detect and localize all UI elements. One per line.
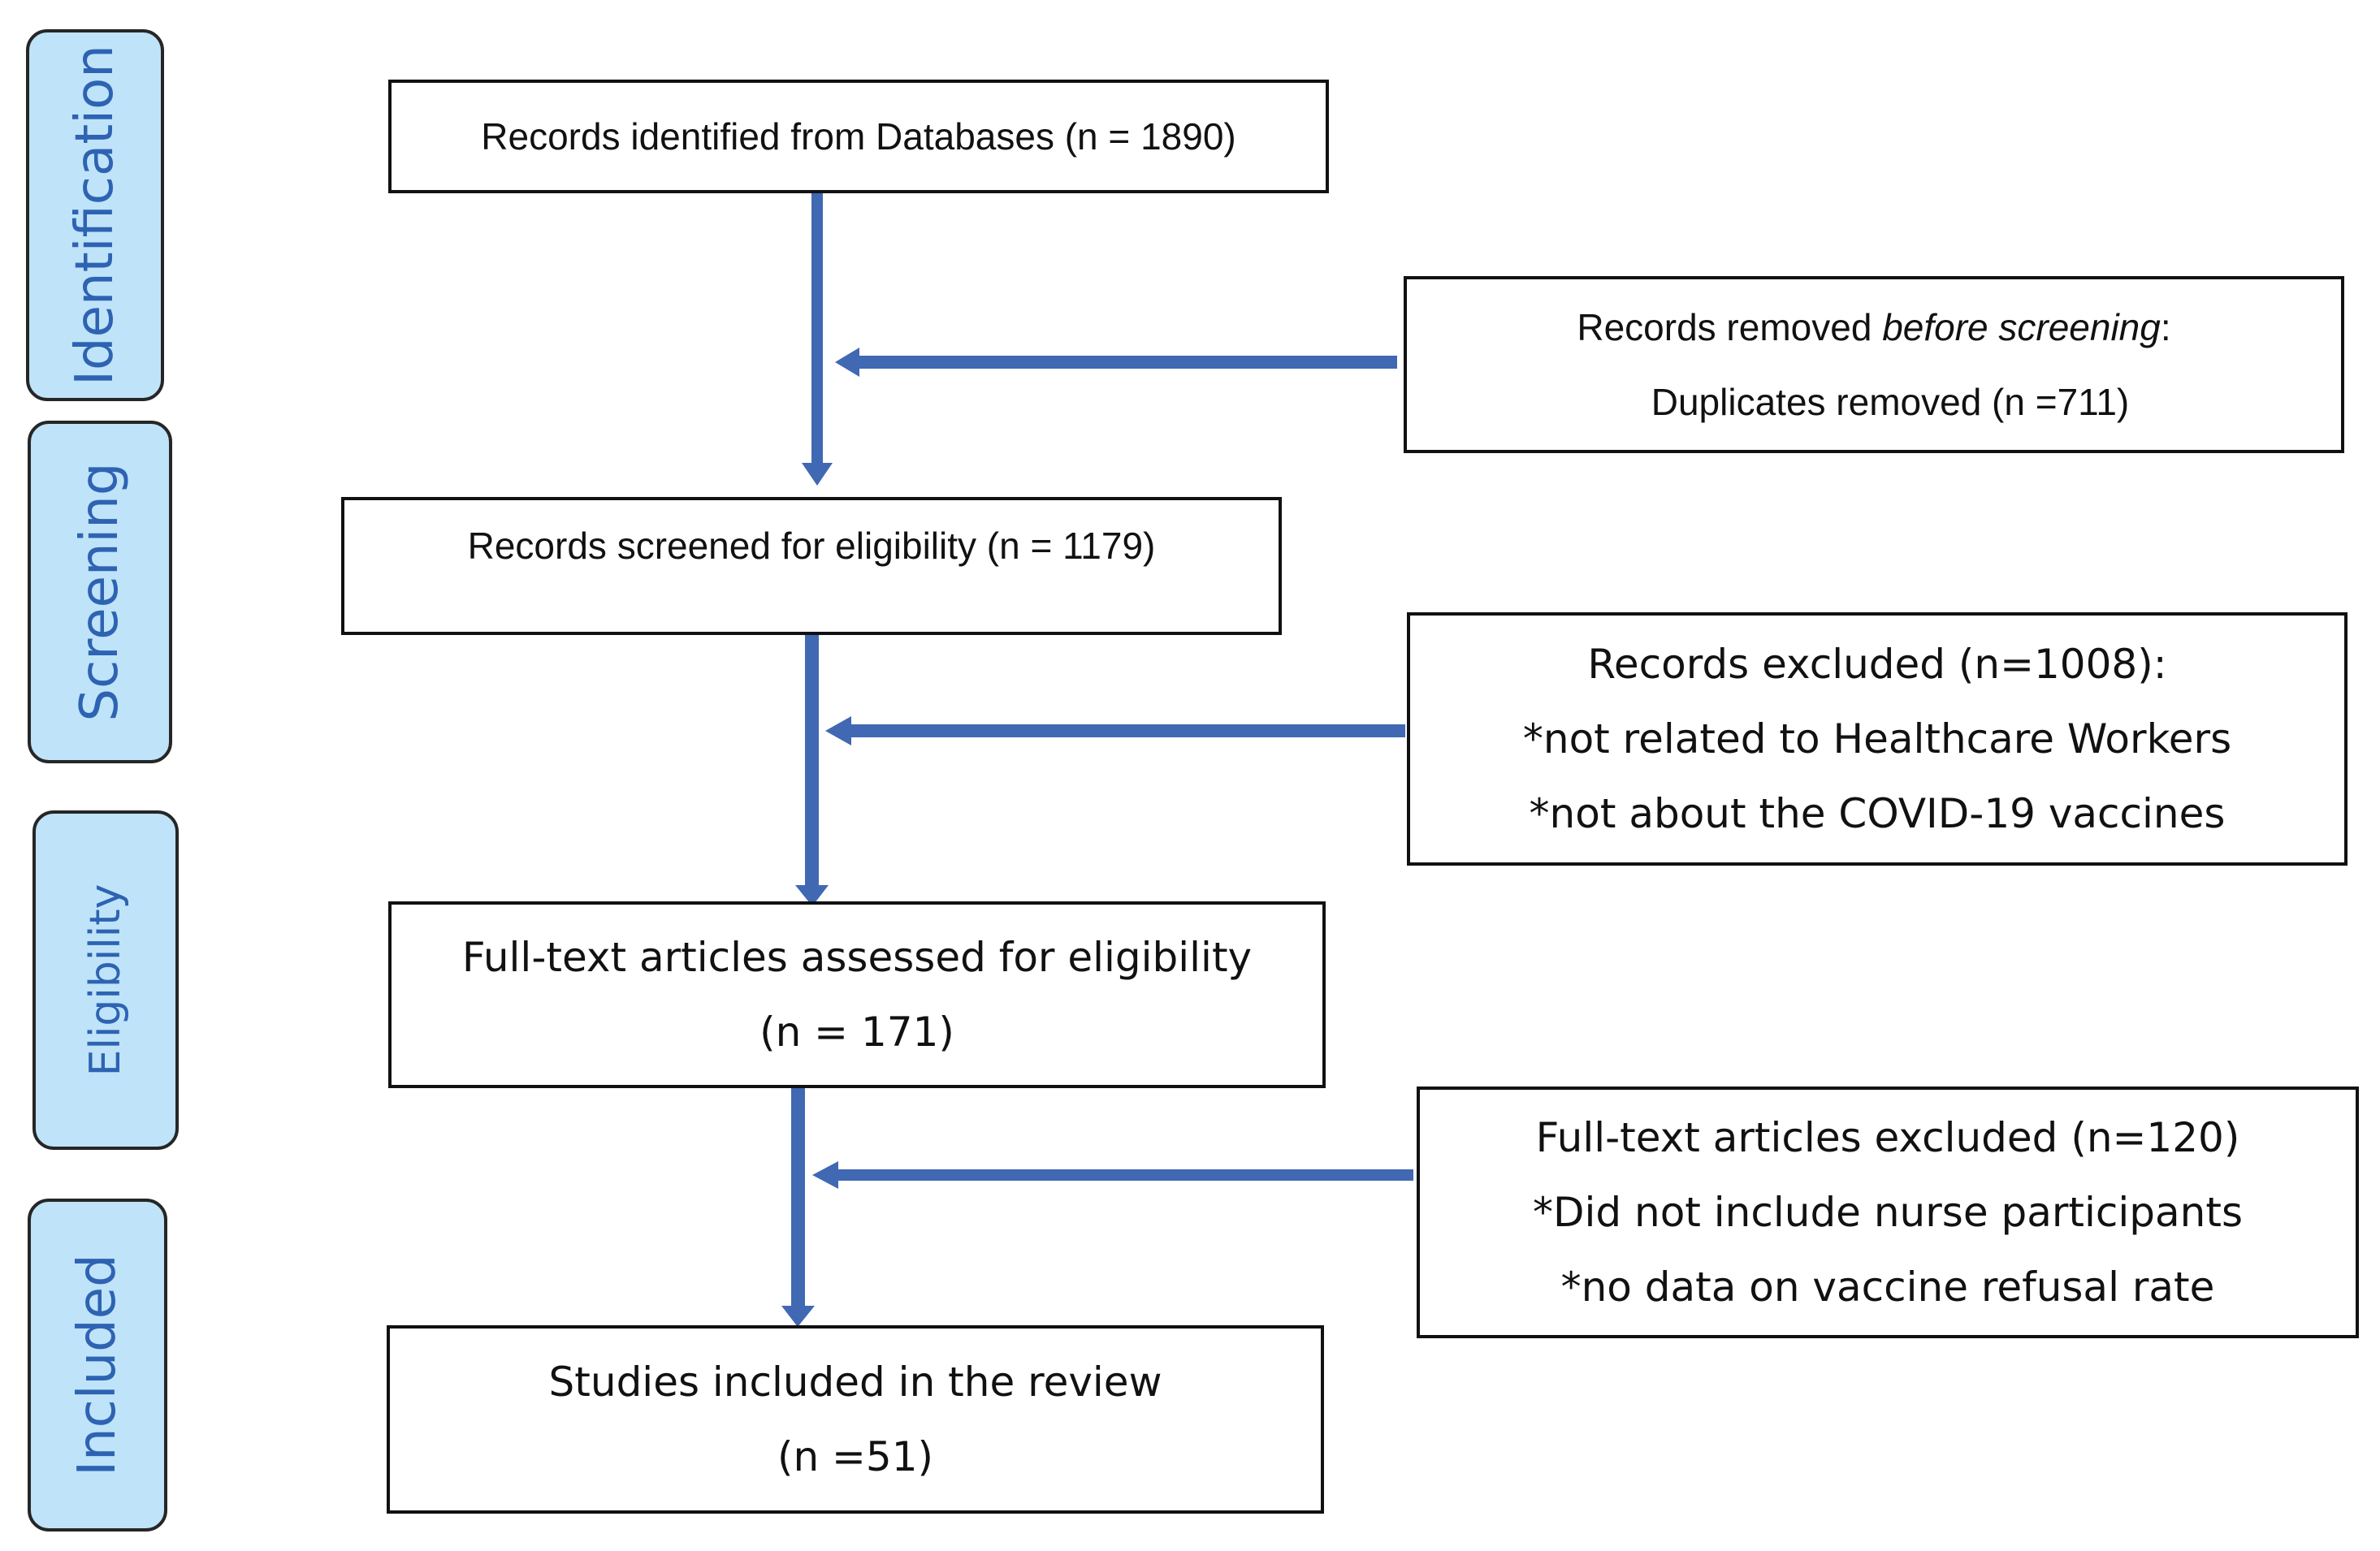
fulltext-assessed-line1: Full-text articles assessed for eligibil… [461, 934, 1253, 981]
records-screened-box: Records screened for eligibility (n = 11… [341, 497, 1282, 635]
records-removed-line1: Records removed before screening: [1577, 290, 2170, 365]
records-screened-text: Records screened for eligibility (n = 11… [467, 525, 1156, 567]
records-excluded-box: Records excluded (n=1008): *not related … [1407, 612, 2348, 866]
records-excluded-line1: Records excluded (n=1008): [1587, 641, 2167, 688]
phase-eligibility-text: Eligibility [81, 884, 130, 1077]
fulltext-excluded-box: Full-text articles excluded (n=120) *Did… [1417, 1087, 2359, 1338]
arrow-down-assessed-to-included [781, 1085, 815, 1327]
records-excluded-line3: *not about the COVID-19 vaccines [1529, 790, 2226, 837]
records-removed-box: Records removed before screening: Duplic… [1404, 276, 2344, 453]
records-removed-line2: Duplicates removed (n =711) [1651, 381, 2130, 423]
records-identified-box: Records identified from Databases (n = 1… [388, 80, 1329, 193]
fulltext-excluded-line2: *Did not include nurse participants [1532, 1189, 2244, 1236]
phase-label-included: Included [28, 1199, 167, 1532]
records-removed-suffix: : [2160, 306, 2171, 348]
records-removed-prefix: Records removed [1577, 306, 1883, 348]
arrow-left-records-excluded [825, 716, 1405, 745]
phase-screening-text: Screening [70, 462, 130, 722]
studies-included-line1: Studies included in the review [548, 1359, 1162, 1406]
phase-label-eligibility: Eligibility [32, 810, 179, 1150]
phase-identification-text: Identification [65, 45, 125, 386]
phase-included-text: Included [67, 1254, 128, 1476]
fulltext-excluded-line3: *no data on vaccine refusal rate [1560, 1264, 2215, 1311]
records-removed-italic: before screening [1882, 306, 2161, 348]
studies-included-box: Studies included in the review (n =51) [387, 1325, 1324, 1514]
phase-label-screening: Screening [28, 421, 172, 763]
arrow-down-screened-to-assessed [795, 635, 829, 906]
fulltext-excluded-line1: Full-text articles excluded (n=120) [1535, 1114, 2240, 1161]
arrow-down-identified-to-screened [802, 192, 833, 486]
records-excluded-line2: *not related to Healthcare Workers [1522, 715, 2232, 763]
studies-included-line2: (n =51) [777, 1433, 934, 1480]
phase-label-identification: Identification [26, 29, 164, 401]
records-identified-text: Records identified from Databases (n = 1… [481, 115, 1236, 158]
arrow-left-fulltext-excluded [812, 1161, 1413, 1189]
fulltext-assessed-line2: (n = 171) [759, 1009, 954, 1056]
arrow-left-duplicates-removed [835, 348, 1397, 377]
fulltext-assessed-box: Full-text articles assessed for eligibil… [388, 901, 1326, 1088]
